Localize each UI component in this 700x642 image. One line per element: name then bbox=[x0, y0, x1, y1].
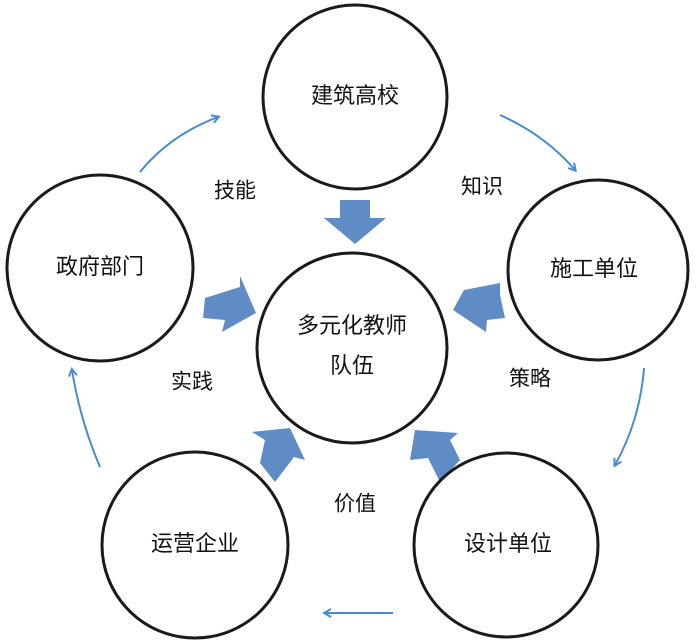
block-arrow-from-bottom-left bbox=[252, 428, 305, 482]
label-skill: 技能 bbox=[214, 179, 256, 203]
node-circle bbox=[506, 178, 690, 362]
block-arrow-from-left bbox=[203, 276, 256, 332]
block-arrow-from-right bbox=[453, 283, 505, 332]
node-circle bbox=[100, 450, 290, 640]
center-circle bbox=[255, 251, 449, 445]
node-label: 运营企业 bbox=[151, 532, 239, 557]
node-label: 设计单位 bbox=[464, 532, 552, 557]
node-circle bbox=[5, 173, 195, 363]
cycle-arrow-right-to-bottom-right bbox=[615, 367, 645, 465]
node-top: 建筑高校 bbox=[261, 3, 449, 191]
cycle-arrow-left-to-top bbox=[139, 117, 218, 173]
node-circle bbox=[412, 451, 600, 639]
center-node: 多元化教师 队伍 bbox=[255, 251, 449, 445]
label-value: 价值 bbox=[334, 492, 376, 516]
node-label: 施工单位 bbox=[550, 257, 638, 282]
cycle-arrow-bottom-left-to-left bbox=[72, 370, 101, 468]
center-label-line2: 队伍 bbox=[330, 354, 374, 379]
block-arrow-from-bottom-right bbox=[410, 430, 460, 482]
node-bottom-left: 运营企业 bbox=[100, 450, 290, 640]
block-arrow-from-top bbox=[324, 200, 386, 244]
node-left: 政府部门 bbox=[5, 173, 195, 363]
label-strategy: 策略 bbox=[509, 367, 551, 391]
center-label-line1: 多元化教师 bbox=[297, 314, 407, 339]
label-knowledge: 知识 bbox=[461, 175, 503, 199]
node-bottom-right: 设计单位 bbox=[412, 451, 600, 639]
node-label: 政府部门 bbox=[56, 255, 144, 280]
label-practice: 实践 bbox=[171, 370, 213, 394]
node-right: 施工单位 bbox=[506, 178, 690, 362]
node-label: 建筑高校 bbox=[311, 84, 399, 109]
node-circle bbox=[261, 3, 449, 191]
cycle-arrow-top-to-right bbox=[499, 114, 575, 170]
